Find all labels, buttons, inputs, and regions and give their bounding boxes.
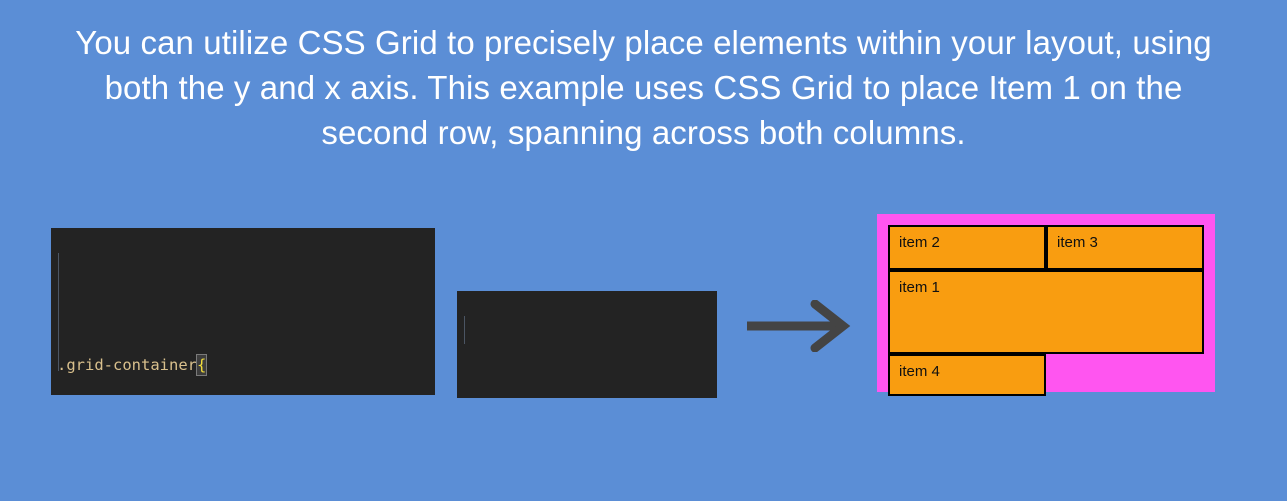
arrow-right-icon bbox=[747, 300, 851, 352]
grid-cell-item-2: item 2 bbox=[888, 225, 1046, 270]
code-line-selector: .grid-container{ bbox=[51, 353, 435, 378]
grid-preview-inner: item 2 item 3 item 1 item 4 bbox=[888, 225, 1204, 396]
grid-cell-label: item 3 bbox=[1057, 234, 1098, 251]
open-brace: { bbox=[195, 354, 208, 376]
grid-cell-label: item 4 bbox=[899, 363, 940, 380]
grid-cell-item-4: item 4 bbox=[888, 354, 1046, 396]
code-block-grid-container: .grid-container{ background: #f167f3; di… bbox=[51, 228, 435, 395]
css-selector-text: .grid-container bbox=[57, 356, 197, 374]
page-title: You can utilize CSS Grid to precisely pl… bbox=[75, 24, 1212, 151]
grid-cell-item-3: item 3 bbox=[1046, 225, 1204, 270]
indent-guide bbox=[464, 316, 465, 344]
grid-preview-container: item 2 item 3 item 1 item 4 bbox=[877, 214, 1215, 396]
grid-cell-item-1: item 1 bbox=[888, 270, 1204, 354]
grid-cell-label: item 1 bbox=[899, 279, 940, 296]
grid-cell-label: item 2 bbox=[899, 234, 940, 251]
indent-guide bbox=[58, 253, 59, 371]
